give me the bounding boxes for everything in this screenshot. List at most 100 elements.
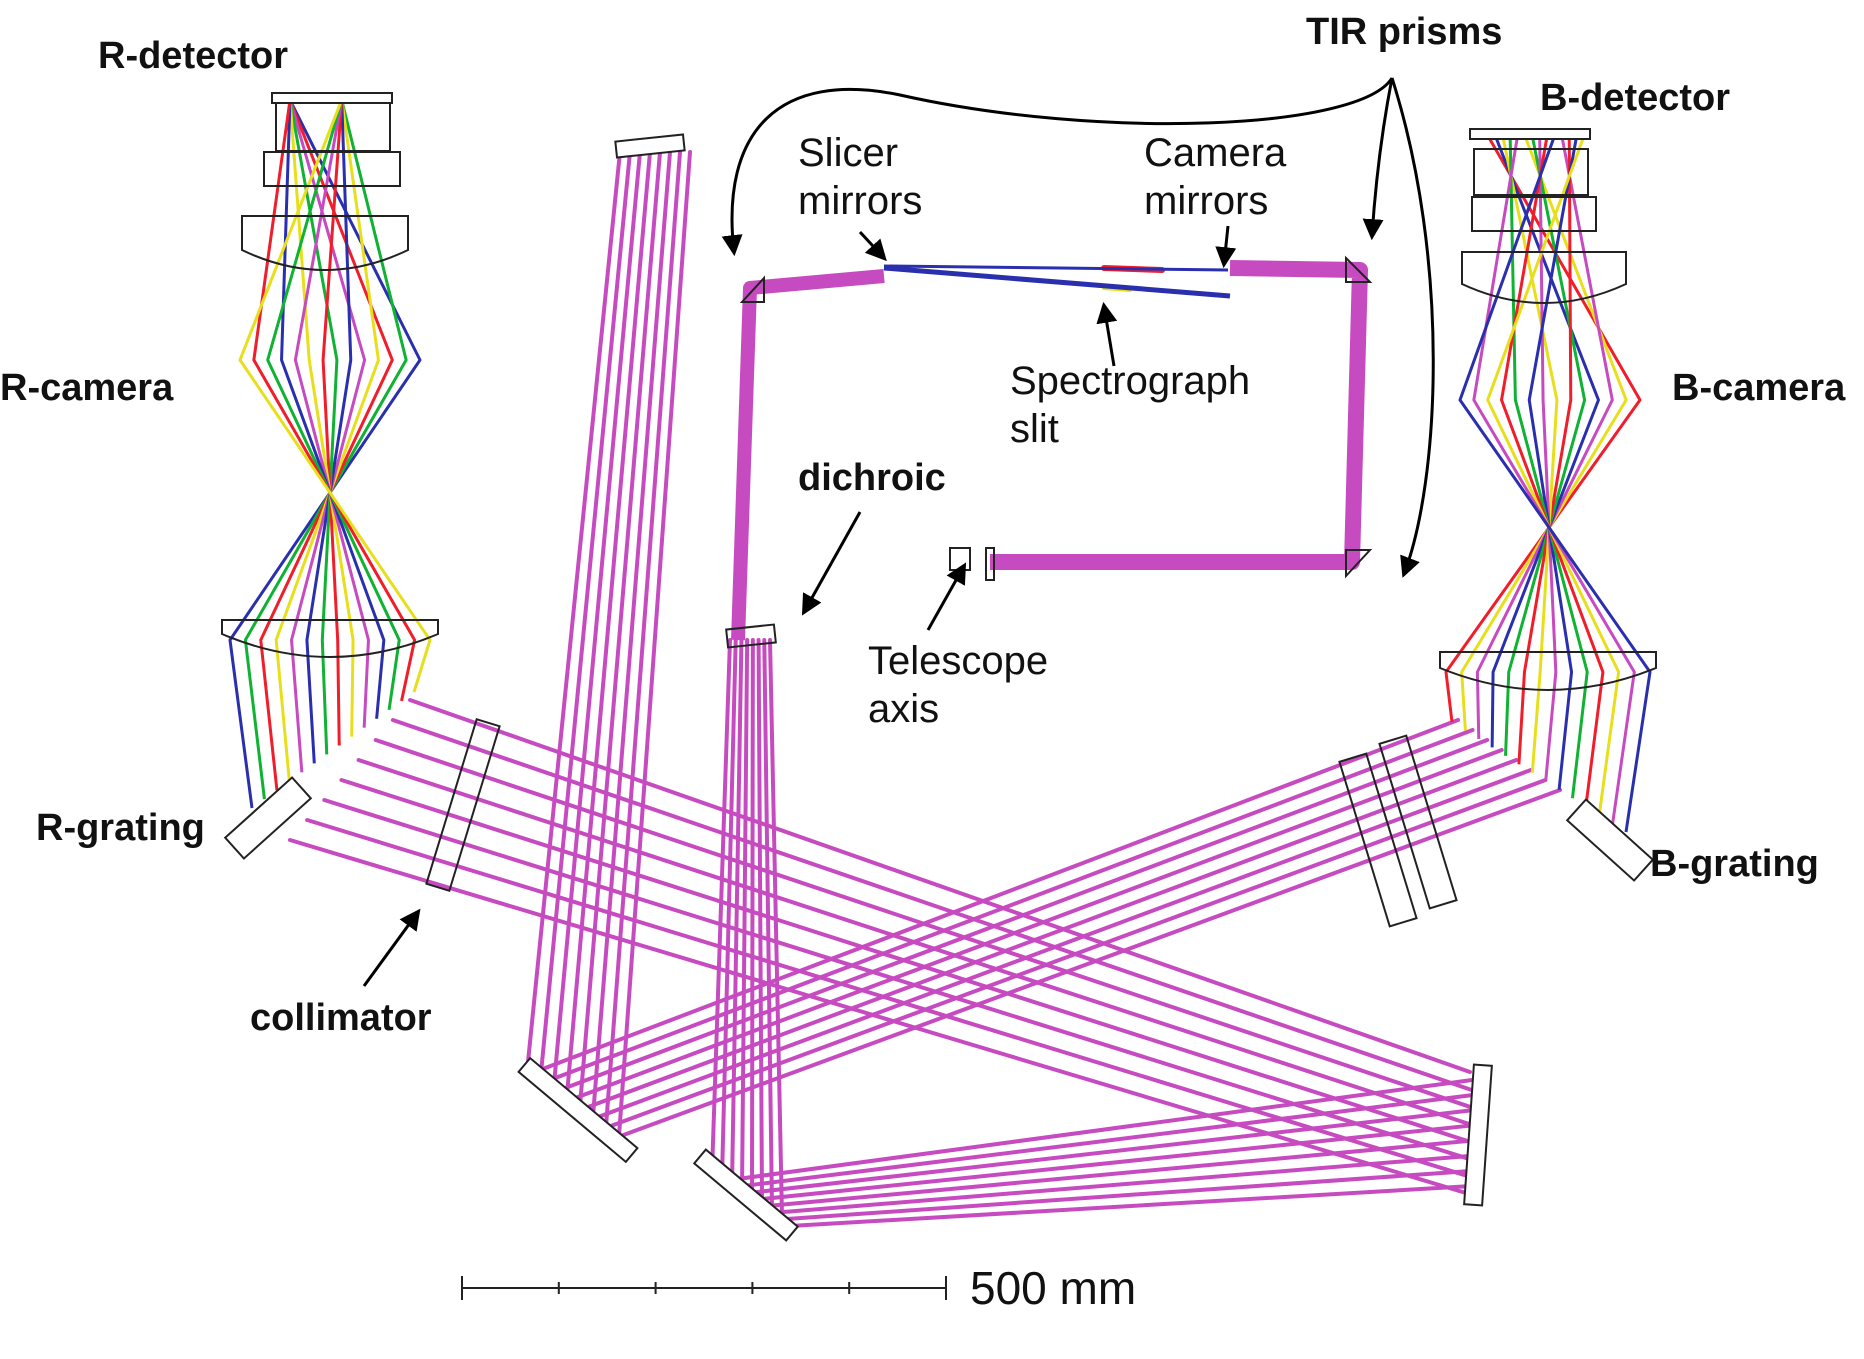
ray-to-r-grating: [322, 798, 1477, 1163]
r-collimator-lens: [425, 718, 501, 892]
ray-center-to-right: [770, 1153, 1474, 1215]
telescope-input-beam: [990, 260, 1368, 570]
ray-to-b-grating: [608, 788, 1562, 1142]
r-camera-lens-2: [263, 151, 401, 187]
ray-to-center-mirror: [756, 638, 764, 1206]
ray-to-b-grating: [598, 778, 1548, 1132]
b-camera-lens-1: [1473, 148, 1589, 196]
ray-to-b-grating: [558, 738, 1490, 1092]
annotation-arrows: [362, 77, 1435, 987]
ray-to-left-mirror: [590, 150, 672, 1127]
ray-to-center-mirror: [768, 638, 784, 1218]
label-telescope-axis-1: Telescope: [868, 639, 1048, 683]
ray-to-b-grating: [538, 718, 1460, 1072]
spectrograph-slit-arrow: [1096, 301, 1118, 367]
label-b-grating: B-grating: [1650, 843, 1819, 885]
ray-center-to-right: [762, 1138, 1474, 1209]
camera-mirrors-arrow: [1215, 225, 1237, 269]
label-r-detector: R-detector: [98, 35, 288, 77]
tir-prism-top-right: [1345, 255, 1373, 283]
tir-prisms-arrow-middle: [1362, 77, 1394, 241]
collimator-arrow: [362, 908, 421, 987]
label-collimator: collimator: [250, 997, 432, 1039]
ray-center-to-right: [745, 1108, 1474, 1196]
ray-center-to-right: [779, 1168, 1474, 1222]
optical-elements: [223, 133, 1655, 1242]
telescope-axis-stop: [949, 547, 971, 571]
label-spectrograph-slit-2: slit: [1010, 407, 1059, 451]
ray-to-left-mirror: [526, 150, 622, 1064]
label-camera-mirrors-2: mirrors: [1144, 179, 1268, 223]
ray-to-center-mirror: [720, 638, 738, 1181]
scale-bar-label: 500 mm: [970, 1262, 1136, 1314]
b-camera-lens-2: [1471, 196, 1597, 232]
label-slicer-mirrors-1: Slicer: [798, 131, 898, 175]
b-camera-optics: [1439, 128, 1657, 691]
dichroic-arrow: [801, 511, 862, 616]
label-r-camera: R-camera: [0, 367, 174, 409]
ray-to-center-mirror: [750, 638, 755, 1200]
b-detector-window: [1469, 128, 1591, 140]
slicer-mirrors: [883, 265, 1231, 299]
ray-bundles: [228, 99, 1652, 1228]
r-camera-ray: [238, 99, 432, 693]
ray-to-left-mirror: [551, 150, 642, 1090]
ray-to-center-mirror: [710, 638, 732, 1174]
label-telescope-axis-2: axis: [868, 687, 939, 731]
tir-prisms-arrow-bottom: [1390, 77, 1435, 578]
tir-prisms-arrow-left: [721, 77, 1394, 257]
b-camera-ray: [1458, 135, 1652, 833]
ray-center-to-right: [788, 1184, 1474, 1228]
labels: R-detector R-camera R-grating collimator…: [0, 11, 1846, 1039]
label-camera-mirrors-1: Camera: [1144, 131, 1287, 175]
ray-to-b-grating: [588, 768, 1533, 1122]
label-b-detector: B-detector: [1540, 77, 1730, 119]
ray-to-r-grating: [356, 758, 1475, 1128]
ray-to-left-mirror: [603, 150, 682, 1140]
b-collimator-lens-b: [1378, 734, 1458, 910]
ray-to-b-grating: [578, 758, 1519, 1112]
label-r-grating: R-grating: [36, 807, 205, 849]
label-tir-prisms: TIR prisms: [1306, 11, 1502, 53]
fold-mirror-top: [614, 133, 686, 159]
tir-prism-top-left: [739, 275, 765, 303]
ray-to-r-grating: [288, 838, 1478, 1198]
b-collimator-lens-a: [1338, 752, 1418, 928]
r-camera-optics: [221, 92, 439, 658]
ray-to-center-mirror: [740, 638, 750, 1193]
tir-prism-bottom-right: [1345, 549, 1373, 579]
r-grating: [223, 776, 313, 860]
b-camera-field-lens: [1439, 651, 1657, 691]
ray-to-left-mirror: [564, 150, 652, 1102]
collimator-mirror-right: [1463, 1063, 1493, 1207]
label-slicer-mirrors-2: mirrors: [798, 179, 922, 223]
ray-to-r-grating: [305, 818, 1478, 1181]
collimator-mirror-left: [517, 1056, 639, 1164]
telescope-axis-lens: [985, 547, 995, 581]
ray-center-to-right: [728, 1078, 1474, 1182]
r-camera-field-lens: [221, 619, 439, 658]
label-dichroic: dichroic: [798, 457, 946, 499]
ray-to-b-grating: [568, 748, 1504, 1102]
ray-to-b-grating: [548, 728, 1475, 1082]
ray-to-left-mirror: [577, 150, 662, 1115]
slicer-mirrors-arrow: [858, 230, 887, 262]
ray-center-to-right: [736, 1093, 1474, 1189]
dichroic: [725, 623, 777, 649]
b-camera-lens-3: [1461, 251, 1627, 304]
scale-bar: 500 mm: [461, 1262, 1136, 1314]
ray-to-center-mirror: [762, 638, 774, 1212]
label-b-camera: B-camera: [1672, 367, 1846, 409]
label-spectrograph-slit-1: Spectrograph: [1010, 359, 1250, 403]
slit-output-beam: [731, 269, 885, 641]
r-detector-window: [271, 92, 393, 104]
r-camera-lens-3: [241, 215, 409, 271]
b-grating: [1565, 798, 1655, 882]
collimator-mirror-center: [692, 1148, 800, 1242]
ray-to-r-grating: [373, 738, 1474, 1110]
telescope-axis-arrow: [926, 562, 967, 631]
ray-to-r-grating: [390, 718, 1473, 1092]
ray-to-r-grating: [408, 698, 1472, 1074]
ray-to-left-mirror: [616, 150, 692, 1152]
